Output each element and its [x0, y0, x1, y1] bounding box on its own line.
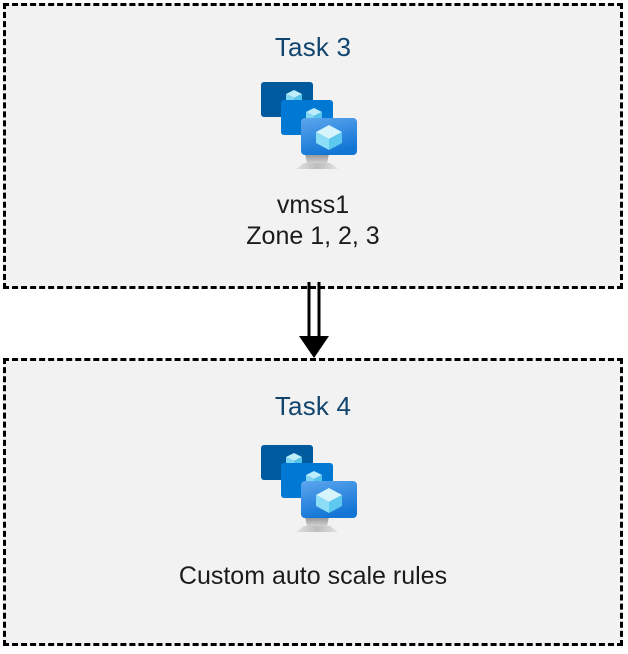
task4-captions: Custom auto scale rules: [179, 561, 447, 592]
task-title: Task 3: [274, 32, 352, 62]
caption-line: Zone 1, 2, 3: [246, 222, 380, 250]
caption-line: vmss1: [276, 191, 350, 219]
task-box-task3[interactable]: Task 3: [3, 3, 623, 289]
task3-captions: vmss1 Zone 1, 2, 3: [246, 190, 379, 252]
vm-scale-set-icon: [261, 82, 357, 169]
vm-scale-set-icon: [261, 445, 357, 532]
task-box-task4[interactable]: Task 4: [3, 358, 623, 646]
caption-line: Custom auto scale rules: [178, 562, 448, 590]
connector-arrow-icon: [299, 282, 329, 358]
task-title: Task 4: [274, 391, 352, 421]
